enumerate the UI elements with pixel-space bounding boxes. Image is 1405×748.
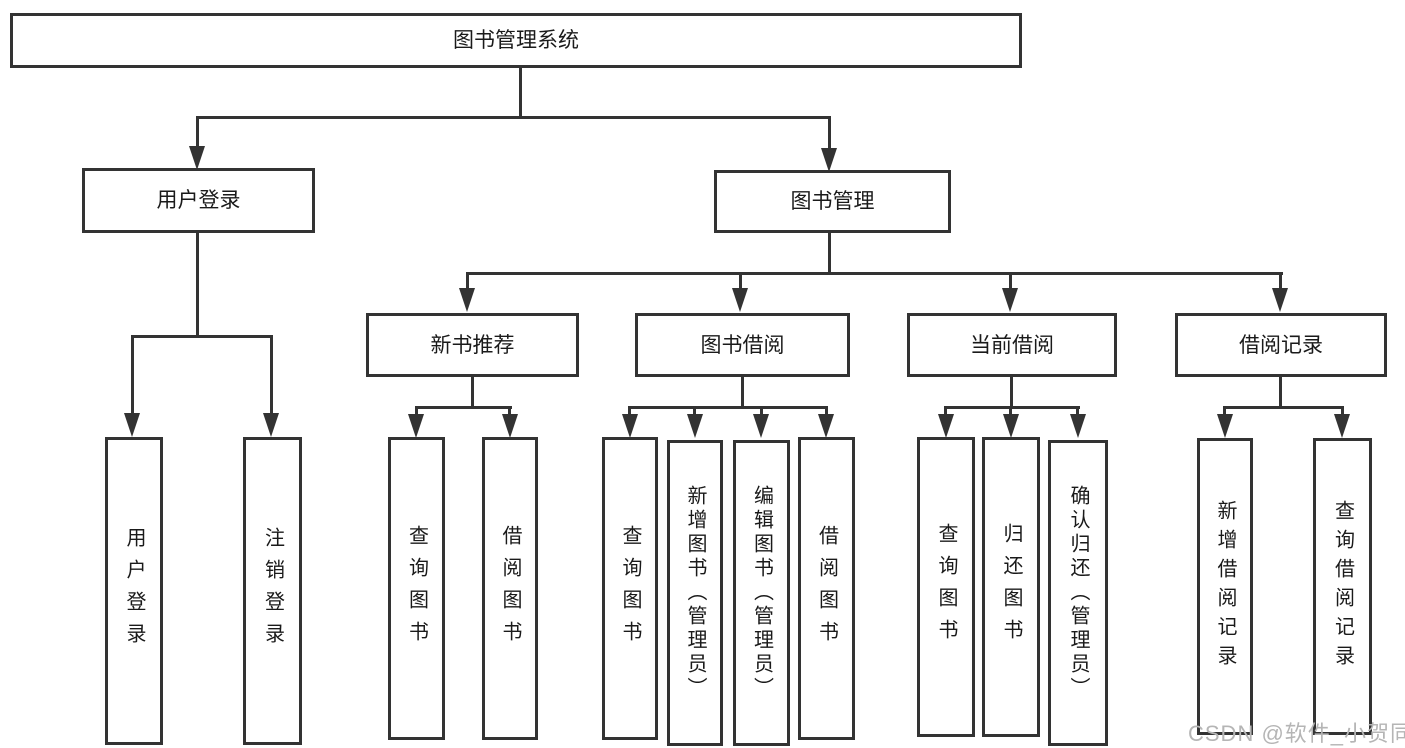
connector-line <box>415 406 512 409</box>
node-user-login-branch: 用户登录 <box>82 168 315 233</box>
node-leaf-query-borrow-record: 查询借阅记录 <box>1313 438 1372 735</box>
connector-line <box>1009 406 1012 416</box>
node-label: 图书管理 <box>790 190 875 213</box>
connector-line <box>519 68 522 118</box>
connector-line <box>1223 406 1226 416</box>
node-label: 借阅图书 <box>499 524 521 653</box>
arrow-down-icon <box>263 413 279 437</box>
arrow-down-icon <box>732 288 748 312</box>
node-leaf-user-login: 用户登录 <box>105 437 163 745</box>
connector-line <box>628 406 631 416</box>
node-label: 当前借阅 <box>970 333 1054 357</box>
node-label: 图书借阅 <box>700 333 785 357</box>
node-leaf-borrow-books-recommend: 借阅图书 <box>482 437 538 740</box>
connector-line <box>760 406 763 416</box>
connector-line <box>828 233 831 274</box>
connector-line <box>693 406 696 416</box>
arrow-down-icon <box>687 414 703 438</box>
node-label: 新增借阅记录 <box>1214 499 1236 674</box>
node-label: 确认归还（管理员） <box>1067 485 1089 701</box>
node-leaf-borrow-books: 借阅图书 <box>798 437 855 740</box>
node-leaf-logout: 注销登录 <box>243 437 302 745</box>
node-leaf-add-borrow-record: 新增借阅记录 <box>1197 438 1253 735</box>
connector-line <box>1279 377 1282 408</box>
connector-line <box>466 272 469 290</box>
node-leaf-return-books: 归还图书 <box>982 437 1040 737</box>
node-library-management-system: 图书管理系统 <box>10 13 1022 68</box>
connector-line <box>196 116 199 148</box>
node-label: 归还图书 <box>1000 523 1022 651</box>
arrow-down-icon <box>189 146 205 170</box>
node-label: 借阅图书 <box>815 524 838 653</box>
connector-line <box>1009 272 1012 290</box>
connector-line <box>415 406 418 416</box>
connector-line <box>270 335 273 413</box>
connector-line <box>739 272 742 290</box>
arrow-down-icon <box>1217 414 1233 438</box>
connector-line <box>508 406 511 416</box>
arrow-down-icon <box>502 414 518 438</box>
connector-line <box>1223 406 1344 409</box>
node-new-book-recommendation: 新书推荐 <box>366 313 579 377</box>
arrow-down-icon <box>622 414 638 438</box>
arrow-down-icon <box>408 414 424 438</box>
connector-line <box>944 406 947 416</box>
arrow-down-icon <box>938 414 954 438</box>
node-borrowing-records: 借阅记录 <box>1175 313 1387 377</box>
connector-line <box>1279 272 1282 290</box>
arrow-down-icon <box>818 414 834 438</box>
node-book-management-branch: 图书管理 <box>714 170 951 233</box>
node-leaf-query-books-current: 查询图书 <box>917 437 975 737</box>
node-leaf-query-books-recommend: 查询图书 <box>388 437 445 740</box>
node-book-borrowing: 图书借阅 <box>635 313 850 377</box>
node-leaf-query-books-borrow: 查询图书 <box>602 437 658 740</box>
node-label: 查询图书 <box>935 523 957 651</box>
node-label: 借阅记录 <box>1239 333 1323 357</box>
csdn-watermark: CSDN @软件_小贺同学 <box>1188 721 1405 746</box>
connector-line <box>471 377 474 408</box>
connector-line <box>1341 406 1344 416</box>
arrow-down-icon <box>1002 288 1018 312</box>
arrow-down-icon <box>821 148 837 172</box>
node-leaf-confirm-return-admin: 确认归还（管理员） <box>1048 440 1108 746</box>
connector-line <box>466 272 1283 275</box>
connector-line <box>196 116 831 119</box>
node-label: 用户登录 <box>156 189 241 212</box>
arrow-down-icon <box>459 288 475 312</box>
arrow-down-icon <box>1334 414 1350 438</box>
node-label: 图书管理系统 <box>453 29 579 52</box>
connector-line <box>131 335 273 338</box>
node-label: 注销登录 <box>261 527 284 655</box>
connector-line <box>196 233 199 337</box>
arrow-down-icon <box>124 413 140 437</box>
node-label: 编辑图书（管理员） <box>750 485 773 701</box>
node-label: 用户登录 <box>123 527 145 655</box>
arrow-down-icon <box>1003 414 1019 438</box>
node-current-borrowing: 当前借阅 <box>907 313 1117 377</box>
node-label: 新增图书（管理员） <box>684 485 706 701</box>
node-label: 查询图书 <box>619 524 641 653</box>
connector-line <box>1010 377 1013 408</box>
arrow-down-icon <box>1070 414 1086 438</box>
node-leaf-add-books-admin: 新增图书（管理员） <box>667 440 723 746</box>
node-leaf-edit-books-admin: 编辑图书（管理员） <box>733 440 790 746</box>
connector-line <box>828 116 831 150</box>
arrow-down-icon <box>753 414 769 438</box>
connector-line <box>131 335 134 413</box>
connector-line <box>1076 406 1079 416</box>
connector-line <box>741 377 744 408</box>
node-label: 查询借阅记录 <box>1331 499 1354 674</box>
node-label: 新书推荐 <box>430 333 515 357</box>
arrow-down-icon <box>1272 288 1288 312</box>
connector-line <box>825 406 828 416</box>
node-label: 查询图书 <box>405 524 428 653</box>
connector-line <box>944 406 1080 409</box>
connector-line <box>629 406 828 409</box>
